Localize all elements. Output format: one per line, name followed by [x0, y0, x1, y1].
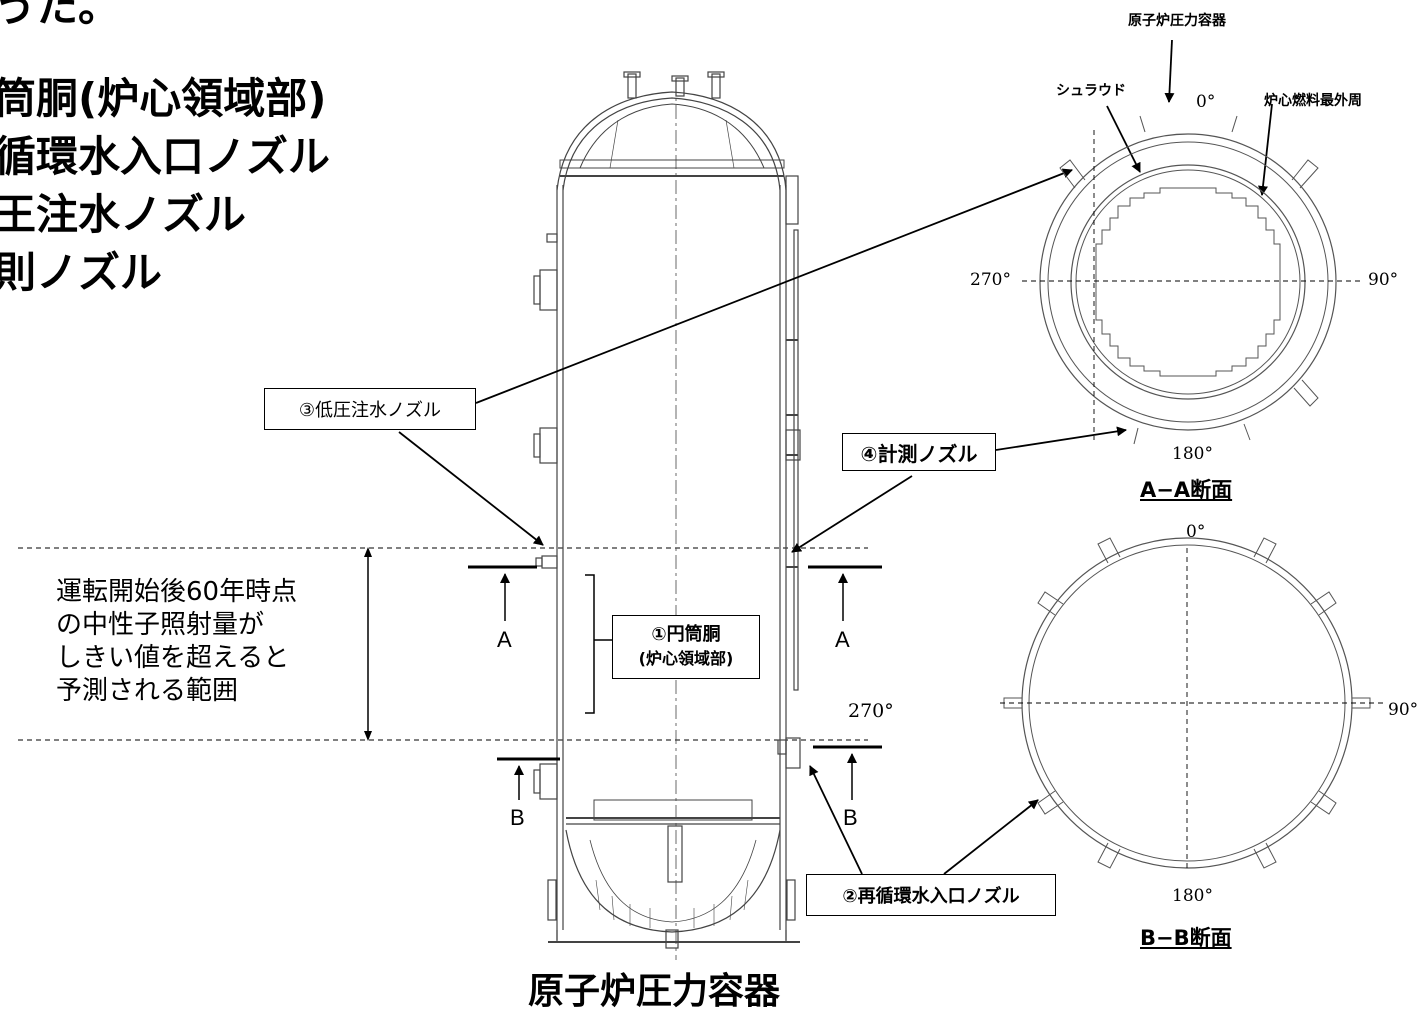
label-low-pressure-nozzle: ③低圧注水ノズル [264, 388, 476, 430]
bracket-shell [585, 574, 595, 714]
section-aa-title: A−A断面 [1140, 478, 1233, 502]
label-recirculation-nozzle-text: ②再循環水入口ノズル [842, 886, 1020, 907]
section-bb-title: B−B断面 [1140, 926, 1232, 950]
cut-letter-a-right: A [835, 627, 850, 652]
heading-line-3: 王注水ノズル [0, 190, 247, 239]
heading-line-0: うた。 [0, 0, 121, 31]
label-cylindrical-shell-subtext: (炉心領域部) [638, 649, 734, 668]
label-cylindrical-shell: ①円筒胴 (炉心領域部) [612, 615, 760, 679]
heading-line-1: 筒胴(炉心領域部) [0, 74, 327, 123]
label-cylindrical-shell-text: ①円筒胴 [651, 624, 721, 645]
section-bb-drawing [1000, 537, 1386, 872]
leader-arrows [398, 39, 1273, 875]
label-aa-270-degree: 270° [970, 270, 1011, 290]
label-bb-180-degree: 180° [1172, 886, 1213, 906]
cut-letter-a-left: A [497, 627, 512, 652]
range-text-line: の中性子照射量が [56, 610, 265, 640]
range-text-line: 予測される範囲 [56, 676, 239, 706]
label-fuel-periphery: 炉心燃料最外周 [1264, 93, 1362, 109]
range-text-line: しきい値を超えると [56, 643, 290, 673]
vessel-title: 原子炉圧力容器 [528, 971, 781, 1012]
cut-letter-b-right: B [843, 805, 858, 830]
heading-line-4: 則ノズル [0, 248, 163, 297]
range-text-line: 運転開始後60年時点 [56, 577, 298, 607]
vessel-drawing [533, 71, 801, 960]
label-pressure-vessel-aa: 原子炉圧力容器 [1128, 13, 1226, 29]
cut-markers [468, 565, 882, 800]
heading-line-2: 循環水入口ノズル [0, 132, 331, 181]
label-recirculation-nozzle: ②再循環水入口ノズル [806, 874, 1056, 916]
label-270-degree-vessel: 270° [848, 700, 894, 722]
label-instrument-nozzle: ④計測ノズル [842, 433, 996, 471]
range-description: 運転開始後60年時点 の中性子照射量が しきい値を超えると 予測される範囲 [56, 576, 297, 708]
label-bb-0-degree: 0° [1186, 522, 1206, 542]
label-low-pressure-nozzle-text: ③低圧注水ノズル [298, 400, 442, 421]
label-instrument-nozzle-text: ④計測ノズル [860, 441, 978, 466]
label-aa-0-degree: 0° [1196, 92, 1216, 112]
cut-letter-b-left: B [510, 805, 525, 830]
section-aa-drawing [1022, 115, 1362, 445]
label-shroud: シュラウド [1056, 83, 1126, 99]
label-aa-90-degree: 90° [1368, 270, 1399, 290]
label-bb-90-degree: 90° [1388, 700, 1419, 720]
label-aa-180-degree: 180° [1172, 444, 1213, 464]
